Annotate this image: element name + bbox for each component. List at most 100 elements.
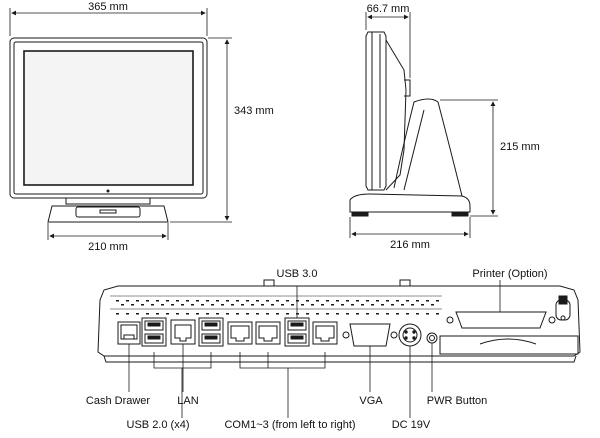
front-base-slot: [99, 209, 117, 214]
vent-hole: [186, 300, 189, 302]
dim-side-height-label: 215 mm: [500, 141, 540, 153]
vent-hole: [206, 300, 209, 302]
vent-hole: [171, 304, 174, 306]
dim-side-height: [440, 99, 498, 217]
io-tab-left: [263, 279, 275, 287]
dim-base-width: [47, 223, 169, 240]
port-printer: [455, 311, 547, 329]
front-screen: [23, 50, 194, 186]
io-ports: [117, 295, 579, 355]
vent-hole: [361, 304, 364, 306]
vent-hole: [401, 304, 404, 306]
vent-hole: [181, 304, 184, 306]
front-base-plate: [75, 206, 141, 218]
vent-hole: [421, 304, 424, 306]
vent-hole: [391, 304, 394, 306]
vent-hole: [271, 304, 274, 306]
vent-hole: [346, 313, 349, 315]
vent-hole: [411, 304, 414, 306]
vent-hole: [311, 304, 314, 306]
vent-hole: [136, 313, 139, 315]
dim-side-depth-base-label: 216 mm: [390, 239, 430, 251]
vent-hole: [426, 300, 429, 302]
vent-hole: [176, 300, 179, 302]
vent-hole: [276, 300, 279, 302]
vent-hole: [306, 313, 309, 315]
vent-hole: [166, 300, 169, 302]
vent-hole: [141, 304, 144, 306]
label-printer: Printer (Option): [472, 268, 547, 280]
io-panel: [97, 279, 581, 363]
vent-hole: [236, 313, 239, 315]
dim-side-depth-base: [349, 217, 471, 238]
vent-hole: [276, 313, 279, 315]
side-foot-back: [451, 211, 469, 217]
printer-bay: [439, 335, 579, 355]
label-vga: VGA: [359, 395, 383, 407]
vent-hole: [216, 300, 219, 302]
label-usb2: USB 2.0 (x4): [127, 419, 190, 431]
vent-hole: [196, 313, 199, 315]
vent-hole: [131, 304, 134, 306]
vent-hole: [326, 313, 329, 315]
label-usb3: USB 3.0: [277, 268, 318, 280]
vent-hole: [341, 304, 344, 306]
vent-hole: [436, 313, 439, 315]
vent-hole: [211, 304, 214, 306]
vent-hole: [436, 300, 439, 302]
vent-hole: [336, 313, 339, 315]
io-vent-holes: [116, 300, 439, 315]
side-housing: [385, 39, 407, 191]
vent-hole: [286, 300, 289, 302]
vent-hole: [231, 304, 234, 306]
vent-hole: [266, 313, 269, 315]
dim-base-width-label: 210 mm: [88, 241, 128, 253]
dim-side-depth-top-label: 66.7 mm: [367, 3, 410, 15]
vent-hole: [306, 300, 309, 302]
vent-hole: [346, 300, 349, 302]
dim-front-height-label: 343 mm: [234, 105, 274, 117]
vent-hole: [126, 313, 129, 315]
vent-hole: [296, 300, 299, 302]
side-view: [349, 31, 471, 217]
vent-hole: [146, 313, 149, 315]
dim-front-width: [9, 8, 208, 36]
vent-hole: [206, 313, 209, 315]
vent-hole: [386, 313, 389, 315]
power-led: [106, 189, 110, 193]
vent-hole: [176, 313, 179, 315]
vent-hole: [226, 300, 229, 302]
dim-front-width-label: 365 mm: [88, 1, 128, 13]
vent-hole: [336, 300, 339, 302]
vent-hole: [156, 300, 159, 302]
vent-hole: [321, 304, 324, 306]
dim-front-height: [170, 37, 232, 223]
vent-hole: [251, 304, 254, 306]
vent-hole: [371, 304, 374, 306]
vent-hole: [416, 313, 419, 315]
vent-hole: [356, 300, 359, 302]
vent-hole: [236, 300, 239, 302]
io-housing: [97, 285, 581, 357]
vent-hole: [146, 300, 149, 302]
vent-hole: [376, 300, 379, 302]
vent-hole: [281, 304, 284, 306]
vent-hole: [266, 300, 269, 302]
vent-hole: [196, 300, 199, 302]
vent-hole: [381, 304, 384, 306]
label-cash-drawer: Cash Drawer: [86, 395, 151, 407]
vent-hole: [256, 313, 259, 315]
vent-hole: [291, 304, 294, 306]
vent-hole: [426, 313, 429, 315]
vent-hole: [151, 304, 154, 306]
side-stand: [393, 98, 463, 197]
front-view: [9, 37, 208, 223]
front-bezel-inner: [13, 41, 204, 195]
vent-hole: [376, 313, 379, 315]
vent-hole: [116, 313, 119, 315]
vent-hole: [366, 300, 369, 302]
front-neck: [65, 197, 151, 205]
vent-hole: [301, 304, 304, 306]
port-vga: [349, 323, 391, 347]
label-pwr-button: PWR Button: [427, 395, 488, 407]
